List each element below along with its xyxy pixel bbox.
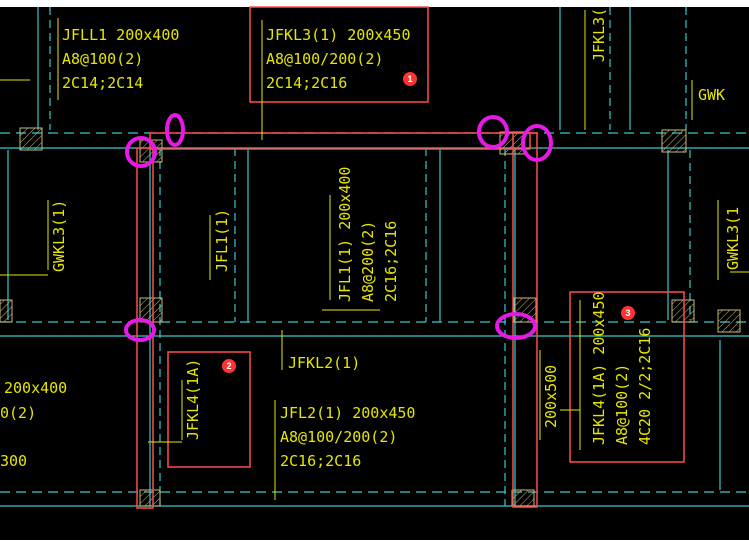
marker-top-beam-left	[165, 113, 185, 147]
badge-1: 1	[403, 72, 417, 86]
magenta-markers	[124, 113, 553, 342]
label-jfl1-detail: JFL1(1) 200x400 A8@200(2) 2C16;2C16	[336, 167, 400, 302]
jfkl3-line1: JFKL3(1) 200x450	[266, 26, 411, 44]
jfkl4-detail-line2: A8@100(2)	[613, 364, 631, 445]
jfkl4-detail-line3: 4C20 2/2;2C16	[636, 328, 654, 445]
marker-mid-right	[495, 312, 537, 340]
label-jfkl4-detail: JFKL4(1A) 200x450 A8@100(2) 4C20 2/2;2C1…	[590, 291, 654, 445]
label-jfkl3-top: JFKL3(1) 200x450 A8@100/200(2) 2C14;2C16	[266, 26, 411, 92]
jfl2-line3: 2C16;2C16	[280, 452, 361, 470]
left-partial-line1: 200x400	[4, 379, 67, 397]
label-jfl2: JFL2(1) 200x450 A8@100/200(2) 2C16;2C16	[280, 404, 415, 470]
jfl1-detail-line2: A8@200(2)	[359, 221, 377, 302]
badge-3-text: 3	[625, 308, 630, 318]
jfll1-line1: JFLL1 200x400	[62, 26, 179, 44]
gwk-right-label: GWK	[698, 86, 725, 104]
jfl1-detail-line3: 2C16;2C16	[382, 221, 400, 302]
left-partial-line2: 0(2)	[0, 404, 36, 422]
label-left-partial: 200x400 0(2) 300	[0, 379, 67, 470]
jfl2-line2: A8@100/200(2)	[280, 428, 397, 446]
jfkl4-vertical: JFKL4(1A)	[184, 359, 202, 440]
jfl2-line1: JFL2(1) 200x450	[280, 404, 415, 422]
badge-2: 2	[222, 359, 236, 373]
yellow-leaders	[0, 10, 749, 500]
jfl1-vertical: JFL1(1)	[213, 209, 231, 272]
jfl1-detail-line1: JFL1(1) 200x400	[336, 167, 354, 302]
jfkl3-right-vertical: JFKL3(	[590, 8, 608, 62]
badge-3: 3	[621, 306, 635, 320]
dim-200x500-vertical: 200x500	[542, 365, 560, 428]
gwkl3-right-vertical: GWKL3(1	[724, 207, 742, 270]
gwkl3-left-vertical: GWKL3(1)	[50, 200, 68, 272]
label-box-3	[569, 291, 685, 463]
marker-top-right	[521, 124, 553, 162]
marker-top-left	[125, 136, 157, 168]
label-jfll1: JFLL1 200x400 A8@100(2) 2C14;2C14	[62, 26, 179, 92]
label-box-1	[249, 6, 429, 103]
jfkl4-detail-line1: JFKL4(1A) 200x450	[590, 291, 608, 445]
drawing-background	[0, 7, 749, 540]
marker-top-beam-right	[477, 115, 509, 149]
jfkl3-line2: A8@100/200(2)	[266, 50, 383, 68]
jfkl3-line3: 2C14;2C16	[266, 74, 347, 92]
jfll1-line2: A8@100(2)	[62, 50, 143, 68]
jfll1-line3: 2C14;2C14	[62, 74, 143, 92]
jfkl2-label: JFKL2(1)	[288, 354, 360, 372]
badge-2-text: 2	[226, 361, 231, 371]
marker-mid-left	[124, 318, 156, 342]
left-partial-line3: 300	[0, 452, 27, 470]
label-box-2	[167, 351, 251, 468]
badge-1-text: 1	[407, 74, 412, 84]
